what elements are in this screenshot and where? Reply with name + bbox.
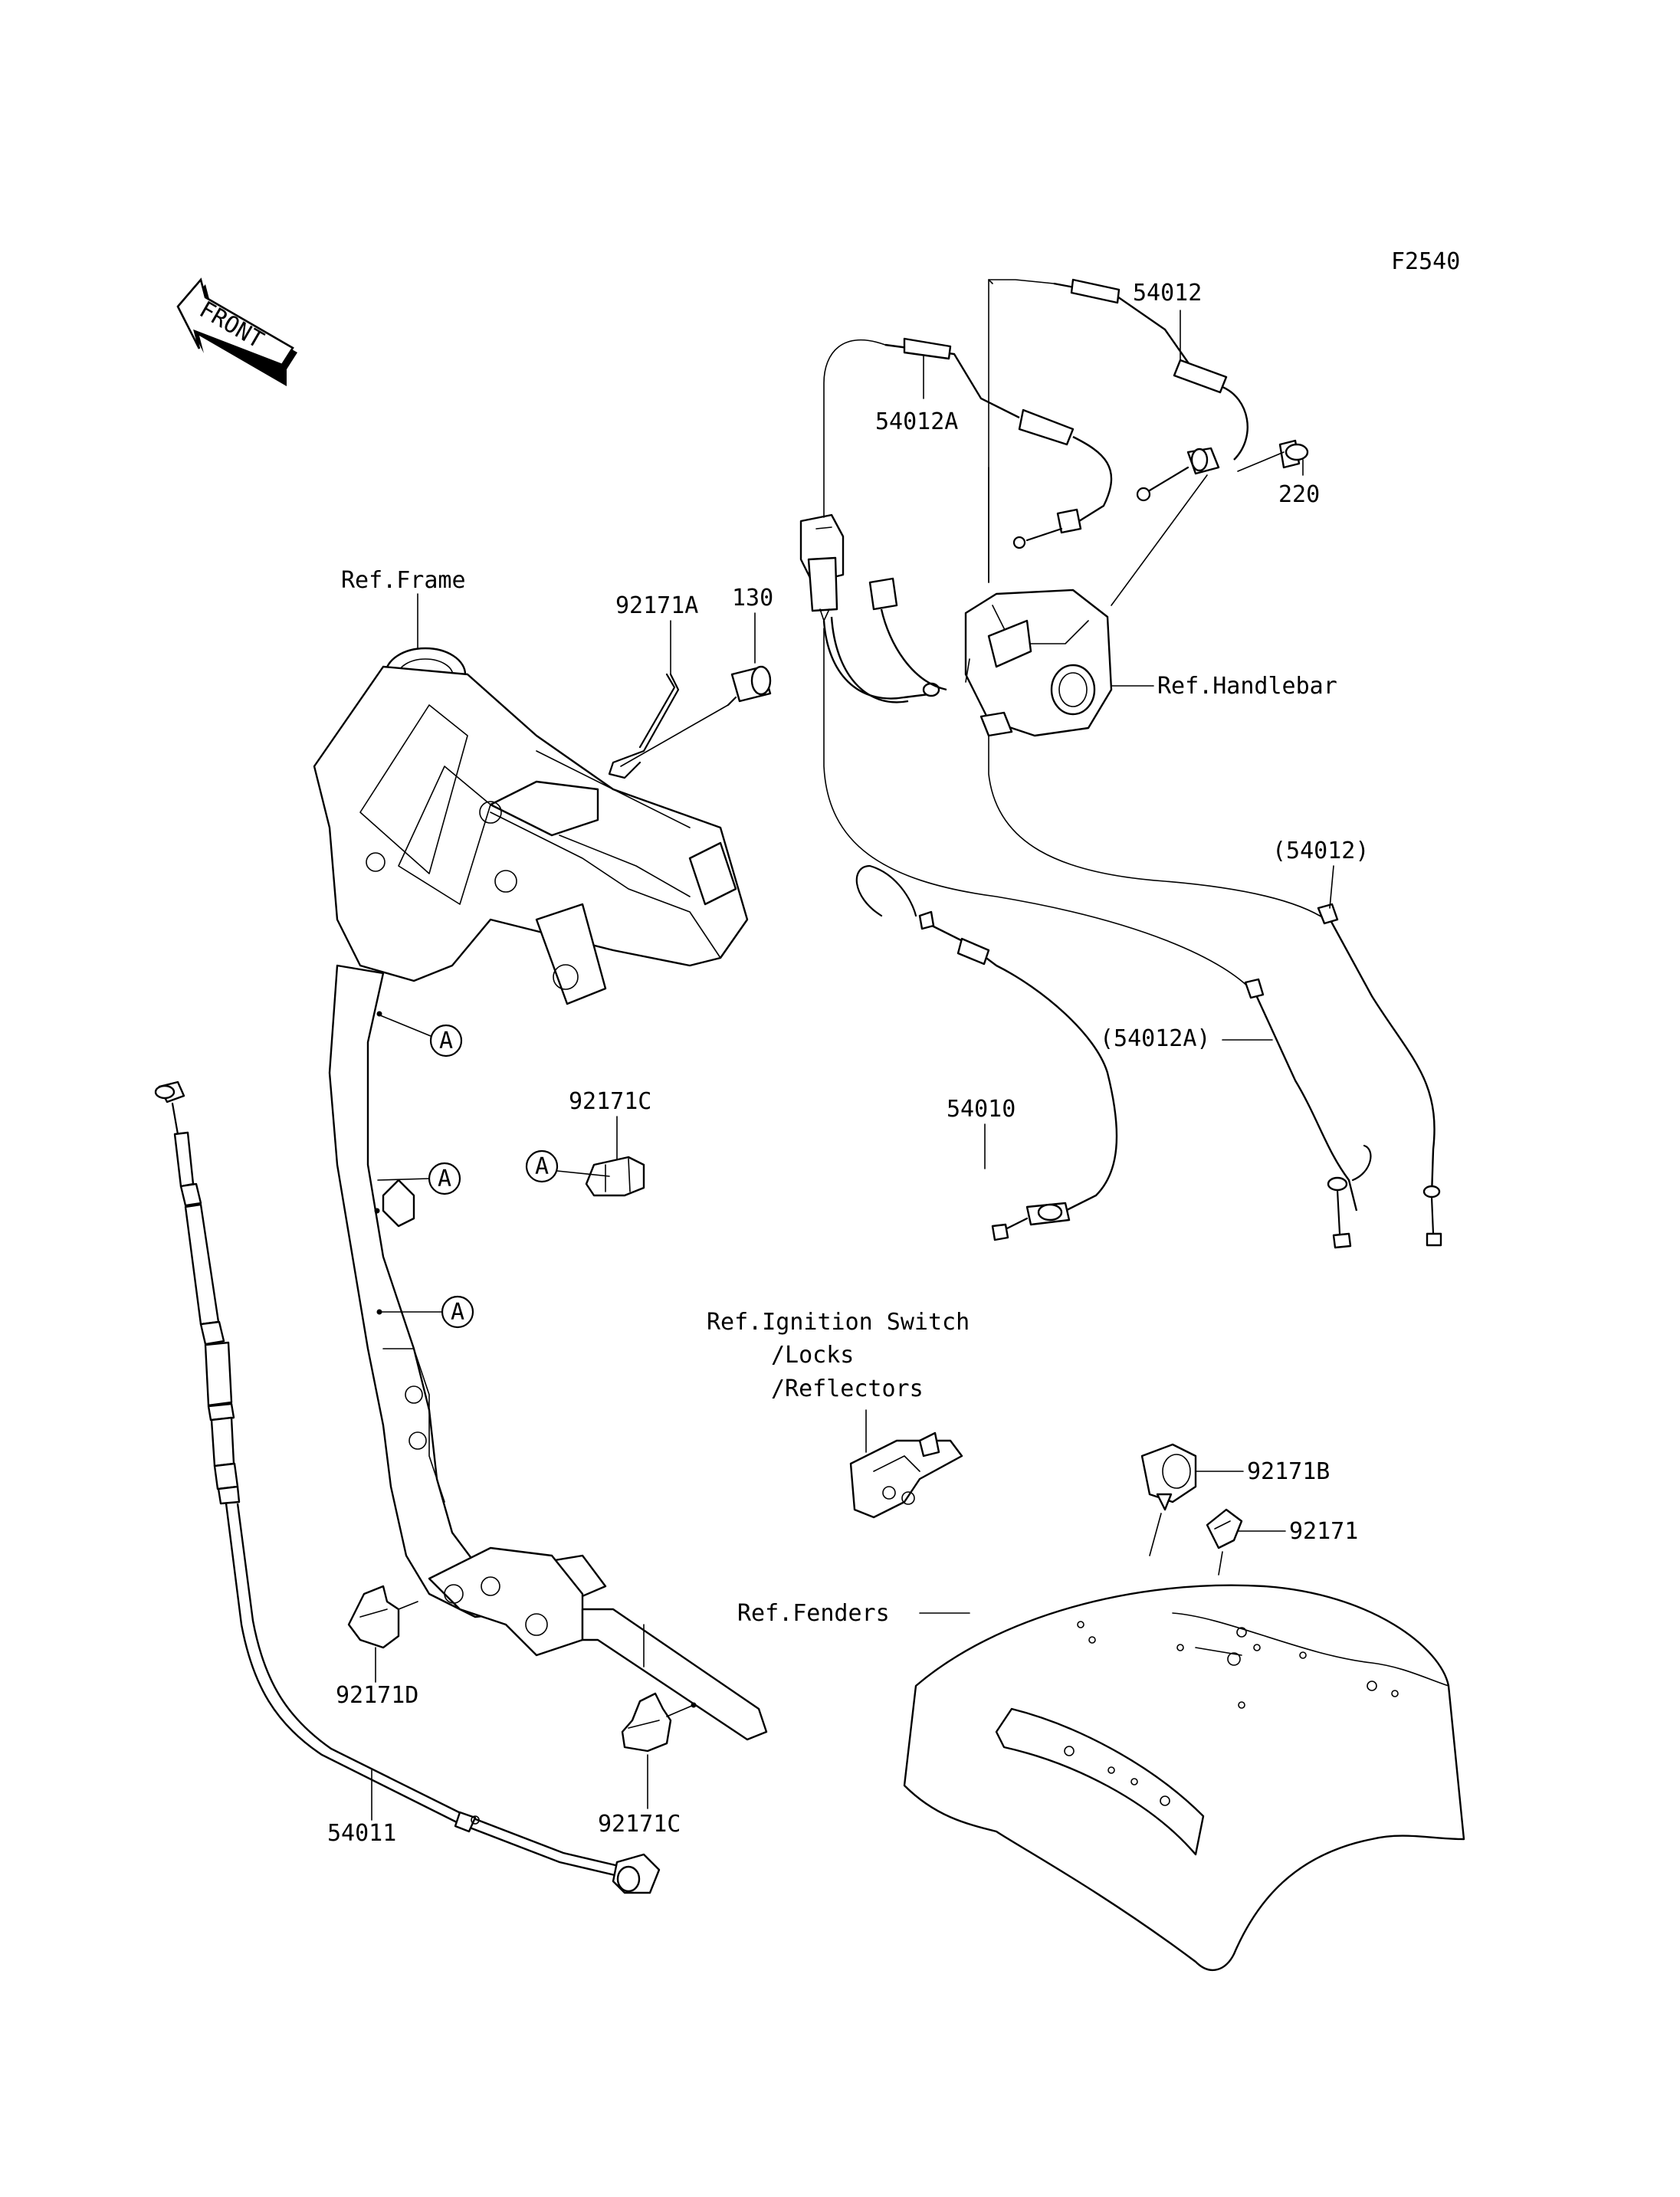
label-54012A: 54012A xyxy=(875,408,958,435)
label-92171D: 92171D xyxy=(336,1682,418,1709)
label-ref-fenders: Ref.Fenders xyxy=(737,1600,890,1627)
label-54010: 54010 xyxy=(947,1096,1016,1123)
label-92171: 92171 xyxy=(1289,1518,1358,1545)
callout-a-4-letter: A xyxy=(451,1299,464,1326)
frame-drawing xyxy=(313,647,768,1741)
callout-a-4: A xyxy=(441,1295,474,1329)
label-92171C-top: 92171C xyxy=(569,1088,651,1115)
switch-connector xyxy=(799,513,940,703)
figure-code: F2540 xyxy=(1391,248,1460,275)
label-92171A: 92171A xyxy=(615,592,698,619)
small-connector xyxy=(868,577,947,691)
callout-a-2: A xyxy=(525,1149,559,1183)
clip-92171 xyxy=(1206,1508,1243,1549)
label-92171C-bottom: 92171C xyxy=(598,1811,681,1838)
clamp-92171C-bottom xyxy=(621,1692,697,1753)
bolt-130 xyxy=(727,665,772,707)
throttle-cable-54012 xyxy=(1053,278,1249,502)
label-220: 220 xyxy=(1278,481,1320,508)
label-ref-ignition-2: /Locks xyxy=(771,1342,854,1369)
callout-a-3: A xyxy=(428,1162,461,1195)
label-54012A-ref: (54012A) xyxy=(1100,1025,1211,1052)
label-ref-ignition-3: /Reflectors xyxy=(771,1376,924,1402)
callout-a-3-letter: A xyxy=(438,1166,451,1192)
cable-54012A-ref xyxy=(1244,978,1372,1249)
label-54012: 54012 xyxy=(1133,280,1202,307)
throttle-cable-54012A xyxy=(884,337,1113,549)
ignition-bracket xyxy=(849,1431,963,1519)
bolt-220 xyxy=(1278,439,1309,469)
clamp-92171C-top xyxy=(585,1156,645,1197)
label-54011: 54011 xyxy=(327,1820,396,1847)
rear-fender xyxy=(903,1584,1465,1971)
cable-54010 xyxy=(855,864,1118,1241)
label-92171B: 92171B xyxy=(1247,1458,1330,1485)
label-ref-handlebar: Ref.Handlebar xyxy=(1157,673,1337,700)
callout-a-2-letter: A xyxy=(535,1153,549,1180)
front-arrow-icon: FRONT xyxy=(176,277,297,386)
clamp-92171A xyxy=(608,673,680,779)
label-ref-frame: Ref.Frame xyxy=(341,567,466,594)
cable-54012-ref xyxy=(1317,903,1442,1247)
clamp-92171D xyxy=(347,1585,418,1649)
handlebar-switch xyxy=(964,589,1113,737)
label-54012-ref: (54012) xyxy=(1272,838,1369,864)
label-ref-ignition-1: Ref.Ignition Switch xyxy=(707,1309,970,1336)
callout-a-1: A xyxy=(429,1024,463,1058)
clutch-cable-54011 xyxy=(154,1080,661,1894)
clip-92171B xyxy=(1140,1443,1197,1511)
callout-a-1-letter: A xyxy=(439,1028,453,1054)
label-130: 130 xyxy=(732,585,773,612)
